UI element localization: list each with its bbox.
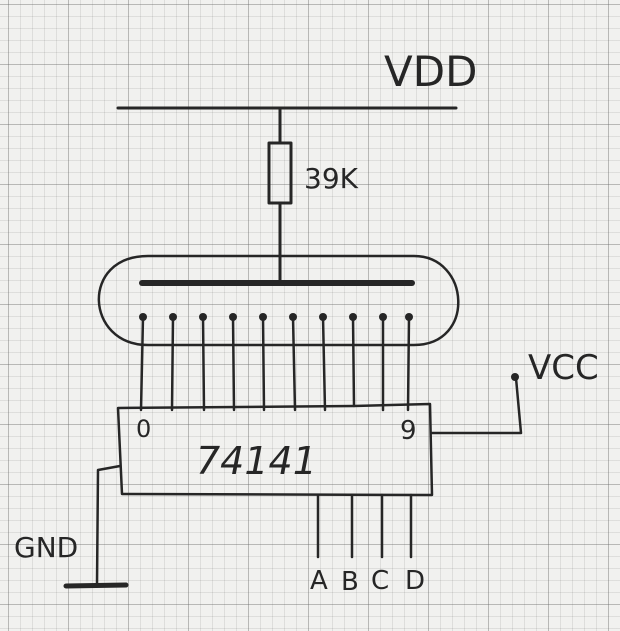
cathode-wire (170, 315, 175, 412)
pin-label-last: 9 (400, 416, 417, 446)
input-label-c: C (371, 566, 389, 596)
cathode-wire (351, 315, 356, 408)
input-label-b: B (341, 567, 359, 597)
vcc-label: VCC (528, 348, 599, 388)
input-label-a: A (310, 566, 328, 596)
cathode-wire (201, 315, 206, 412)
input-wires (316, 493, 413, 559)
cathode-wire (291, 315, 297, 412)
cathode-dots (139, 313, 413, 321)
input-label-d: D (405, 566, 425, 596)
resistor (267, 141, 293, 205)
vcc-terminal (511, 373, 519, 381)
nixie-tube-envelope (97, 254, 460, 347)
cathode-wire (406, 315, 411, 412)
gnd-symbol (63, 582, 129, 589)
resistor-label: 39K (304, 162, 359, 195)
cathode-wire (261, 315, 266, 412)
vdd-label: VDD (384, 47, 477, 96)
cathode-wire (231, 315, 236, 412)
cathode-wire (139, 315, 145, 412)
vcc-wire (430, 376, 523, 435)
chip-label: 74141 (196, 439, 317, 483)
cathode-wires (139, 315, 411, 412)
gnd-label: GND (14, 531, 78, 564)
chip-body (116, 402, 434, 497)
pin-label-first: 0 (136, 415, 151, 443)
gnd-wire (95, 464, 122, 587)
cathode-wire (321, 315, 327, 412)
